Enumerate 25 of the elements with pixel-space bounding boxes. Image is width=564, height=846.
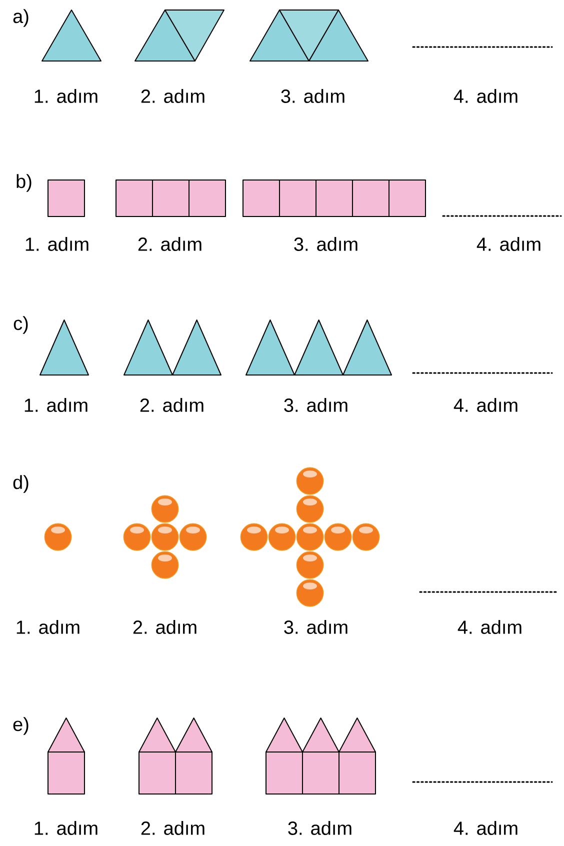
step-label: 3. adım	[294, 237, 358, 251]
step-label: 3. adım	[288, 821, 352, 835]
part-letter: b)	[16, 174, 32, 192]
step-label: 4. adım	[476, 237, 540, 251]
step-label: 2. adım	[141, 89, 204, 103]
step-label: 4. adım	[454, 89, 518, 103]
step-label: 1. adım	[24, 398, 88, 412]
step-label: 1. adım	[26, 237, 88, 251]
step-label: 1. adım	[34, 821, 98, 835]
step-label: 4. adım	[458, 620, 522, 634]
step-label: 3. adım	[284, 398, 348, 412]
step-label: 2. adım	[141, 821, 204, 835]
part-letter: d)	[13, 475, 28, 493]
step-label: 3. adım	[284, 620, 348, 634]
step-label: 4. adım	[454, 821, 518, 835]
step-label: 4. adım	[454, 398, 518, 412]
step-label: 3. adım	[281, 89, 344, 103]
step-label: 2. adım	[140, 398, 204, 412]
part-letter: a)	[13, 9, 28, 27]
step-label: 2. adım	[138, 237, 202, 251]
step-label: 2. adım	[133, 620, 196, 634]
step-label: 1. adım	[34, 89, 98, 103]
part-letter: e)	[13, 717, 28, 735]
part-letter: c)	[14, 316, 28, 334]
step-label: 1. adım	[16, 620, 80, 634]
